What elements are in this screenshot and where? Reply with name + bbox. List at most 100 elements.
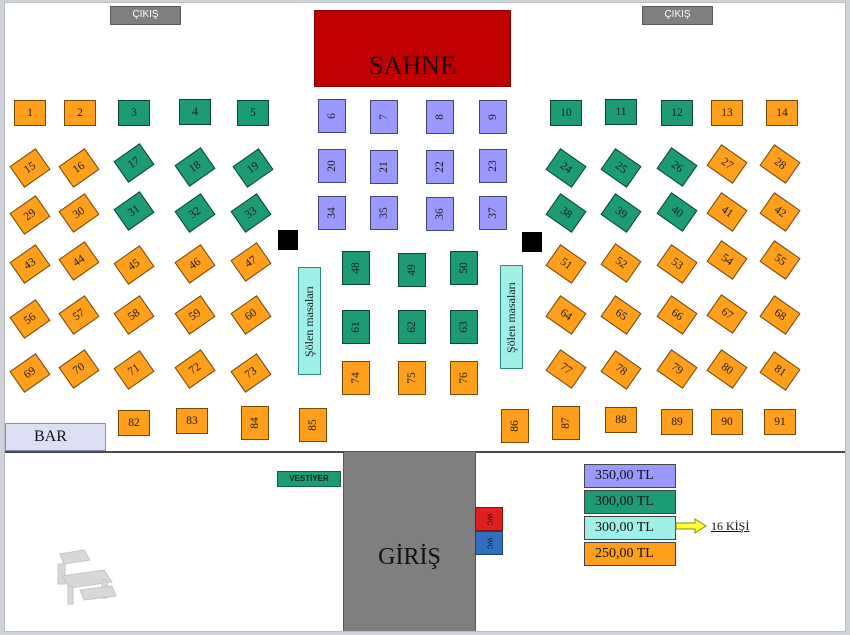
table-76[interactable]: 76	[450, 361, 478, 395]
table-53[interactable]: 53	[656, 244, 698, 284]
table-43[interactable]: 43	[9, 244, 51, 284]
table-12[interactable]: 12	[661, 100, 693, 126]
table-84[interactable]: 84	[241, 406, 269, 440]
table-86[interactable]: 86	[501, 409, 529, 443]
table-44[interactable]: 44	[58, 241, 100, 281]
table-37[interactable]: 37	[479, 196, 507, 230]
table-73[interactable]: 73	[230, 353, 272, 393]
table-49[interactable]: 49	[398, 253, 426, 287]
table-52[interactable]: 52	[600, 243, 642, 283]
table-46[interactable]: 46	[174, 244, 216, 284]
table-27[interactable]: 27	[706, 144, 748, 184]
table-34[interactable]: 34	[318, 196, 346, 230]
table-71[interactable]: 71	[113, 350, 155, 390]
table-85[interactable]: 85	[299, 408, 327, 442]
table-41[interactable]: 41	[706, 192, 748, 232]
table-66[interactable]: 66	[656, 295, 698, 335]
table-60[interactable]: 60	[230, 295, 272, 335]
table-68[interactable]: 68	[759, 295, 801, 335]
table-number: 75	[406, 372, 418, 384]
banquet-table-right[interactable]: Şölen masaları	[500, 265, 523, 369]
table-63[interactable]: 63	[450, 310, 478, 344]
table-61[interactable]: 61	[342, 310, 370, 344]
table-number: 55	[771, 251, 789, 269]
table-91[interactable]: 91	[764, 409, 796, 435]
table-67[interactable]: 67	[706, 294, 748, 334]
table-57[interactable]: 57	[58, 295, 100, 335]
table-1[interactable]: 1	[14, 100, 46, 126]
table-30[interactable]: 30	[58, 193, 100, 233]
table-22[interactable]: 22	[426, 150, 454, 184]
table-17[interactable]: 17	[113, 143, 155, 183]
table-14[interactable]: 14	[766, 100, 798, 126]
table-81[interactable]: 81	[759, 351, 801, 391]
table-9[interactable]: 9	[479, 100, 507, 134]
table-number: 32	[186, 204, 204, 222]
table-77[interactable]: 77	[545, 349, 587, 389]
table-16[interactable]: 16	[58, 148, 100, 188]
table-20[interactable]: 20	[318, 149, 346, 183]
table-5[interactable]: 5	[237, 100, 269, 126]
table-48[interactable]: 48	[342, 251, 370, 285]
table-90[interactable]: 90	[711, 409, 743, 435]
table-50[interactable]: 50	[450, 251, 478, 285]
table-29[interactable]: 29	[9, 195, 51, 235]
table-13[interactable]: 13	[711, 100, 743, 126]
table-35[interactable]: 35	[370, 196, 398, 230]
table-58[interactable]: 58	[113, 295, 155, 335]
table-25[interactable]: 25	[600, 148, 642, 188]
table-65[interactable]: 65	[600, 295, 642, 335]
table-18[interactable]: 18	[174, 147, 216, 187]
table-59[interactable]: 59	[174, 295, 216, 335]
table-6[interactable]: 6	[318, 99, 346, 133]
banquet-table-left[interactable]: Şölen masaları	[298, 267, 321, 375]
table-80[interactable]: 80	[706, 349, 748, 389]
table-23[interactable]: 23	[479, 149, 507, 183]
table-10[interactable]: 10	[550, 100, 582, 126]
table-28[interactable]: 28	[759, 144, 801, 184]
table-7[interactable]: 7	[370, 100, 398, 134]
table-51[interactable]: 51	[545, 244, 587, 284]
table-32[interactable]: 32	[174, 193, 216, 233]
table-3[interactable]: 3	[118, 100, 150, 126]
table-79[interactable]: 79	[656, 349, 698, 389]
table-42[interactable]: 42	[759, 192, 801, 232]
table-55[interactable]: 55	[759, 240, 801, 280]
table-45[interactable]: 45	[113, 245, 155, 285]
table-21[interactable]: 21	[370, 150, 398, 184]
table-78[interactable]: 78	[600, 350, 642, 390]
table-69[interactable]: 69	[9, 353, 51, 393]
table-87[interactable]: 87	[552, 406, 580, 440]
table-88[interactable]: 88	[605, 407, 637, 433]
table-54[interactable]: 54	[706, 240, 748, 280]
table-47[interactable]: 47	[230, 242, 272, 282]
table-4[interactable]: 4	[179, 99, 211, 125]
table-15[interactable]: 15	[9, 148, 51, 188]
table-31[interactable]: 31	[113, 191, 155, 231]
table-8[interactable]: 8	[426, 100, 454, 134]
table-56[interactable]: 56	[9, 299, 51, 339]
table-36[interactable]: 36	[426, 197, 454, 231]
table-24[interactable]: 24	[545, 148, 587, 188]
table-number: 23	[487, 160, 499, 172]
table-33[interactable]: 33	[230, 193, 272, 233]
table-75[interactable]: 75	[398, 361, 426, 395]
table-72[interactable]: 72	[174, 349, 216, 389]
table-64[interactable]: 64	[545, 295, 587, 335]
table-number: 45	[125, 256, 143, 274]
table-number: 15	[21, 159, 39, 177]
table-39[interactable]: 39	[600, 193, 642, 233]
table-11[interactable]: 11	[605, 99, 637, 125]
table-82[interactable]: 82	[118, 410, 150, 436]
table-38[interactable]: 38	[545, 193, 587, 233]
table-70[interactable]: 70	[58, 349, 100, 389]
table-83[interactable]: 83	[176, 408, 208, 434]
table-40[interactable]: 40	[656, 192, 698, 232]
table-89[interactable]: 89	[661, 409, 693, 435]
table-19[interactable]: 19	[232, 148, 274, 188]
table-62[interactable]: 62	[398, 310, 426, 344]
table-74[interactable]: 74	[342, 361, 370, 395]
table-number: 30	[70, 204, 88, 222]
table-2[interactable]: 2	[64, 100, 96, 126]
table-26[interactable]: 26	[656, 147, 698, 187]
